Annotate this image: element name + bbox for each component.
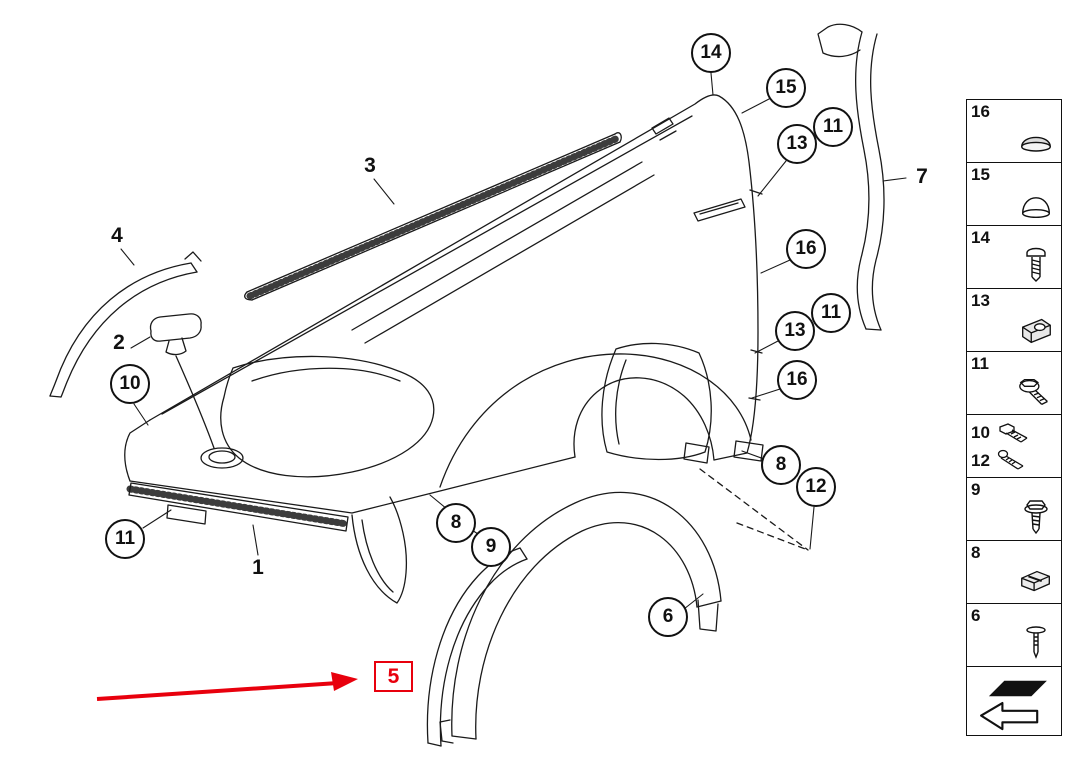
- callout-label: 12: [805, 476, 827, 497]
- legend-item-13[interactable]: 13: [967, 289, 1061, 352]
- clip-nut-icon: [1022, 318, 1051, 344]
- legend-item-8[interactable]: 8: [967, 541, 1061, 604]
- callout-6[interactable]: 6: [648, 597, 688, 637]
- highlighted-callout-5[interactable]: 5: [374, 661, 413, 692]
- callout-label: 10: [119, 373, 141, 394]
- callout-14[interactable]: 14: [691, 33, 731, 73]
- part-6-wheel-arch-trim: [439, 491, 722, 744]
- callout-label: 13: [784, 320, 806, 341]
- callout-label: 9: [485, 536, 497, 557]
- legend-item-14[interactable]: 14: [967, 226, 1061, 289]
- washer-head-screw-icon: [1024, 500, 1048, 535]
- hardware-legend: 16 15 14: [966, 99, 1062, 736]
- callout-label: 13: [786, 133, 808, 154]
- dome-cap-icon: [1021, 197, 1051, 219]
- legend-number: 12: [971, 450, 990, 470]
- label-part-1[interactable]: 1: [250, 556, 266, 580]
- legend-item-10-12[interactable]: 10 12: [967, 415, 1061, 478]
- legend-item-direction[interactable]: [967, 667, 1061, 735]
- callout-8-right[interactable]: 8: [761, 445, 801, 485]
- callout-13-upper[interactable]: 13: [777, 124, 817, 164]
- part-7-side-strip: [817, 23, 885, 331]
- callout-label: 8: [775, 454, 787, 475]
- part-2-cap: [149, 313, 215, 449]
- legend-item-6[interactable]: 6: [967, 604, 1061, 667]
- callout-label: 11: [114, 528, 136, 549]
- callout-11-mid[interactable]: 11: [811, 293, 851, 333]
- legend-item-11[interactable]: 11: [967, 352, 1061, 415]
- callout-label: 8: [450, 512, 462, 533]
- dashed-construction-lines: [699, 468, 809, 551]
- part-4-arch-strip: [49, 251, 202, 398]
- callout-13-mid[interactable]: 13: [775, 311, 815, 351]
- legend-number: 8: [971, 543, 981, 562]
- callout-label: 16: [795, 238, 817, 259]
- callout-label: 16: [786, 369, 808, 390]
- callout-15[interactable]: 15: [766, 68, 806, 108]
- legend-number: 10: [971, 422, 990, 442]
- clamp-clip-icon: [1021, 570, 1050, 592]
- legend-number: 6: [971, 606, 981, 625]
- label-part-7[interactable]: 7: [914, 165, 930, 189]
- tapping-screw-icon: [997, 449, 1024, 470]
- callout-12[interactable]: 12: [796, 467, 836, 507]
- legend-number: 16: [971, 102, 990, 121]
- legend-item-16[interactable]: 16: [967, 100, 1061, 163]
- part-5-wheel-arch-strip: [426, 547, 528, 747]
- expansion-rivet-icon: [1026, 626, 1046, 659]
- cover-cap-icon: [1021, 136, 1051, 152]
- callout-label: 11: [822, 116, 844, 137]
- callout-11-left[interactable]: 11: [105, 519, 145, 559]
- callout-label: 6: [662, 606, 674, 627]
- label-part-3[interactable]: 3: [362, 154, 378, 178]
- pan-head-screw-icon: [1026, 247, 1046, 282]
- legend-row-10: 10: [971, 418, 1057, 446]
- legend-number: 9: [971, 480, 981, 499]
- legend-row-12: 12: [971, 446, 1057, 474]
- callout-label: 11: [820, 302, 842, 323]
- legend-number: 14: [971, 228, 990, 247]
- callout-10[interactable]: 10: [110, 364, 150, 404]
- legend-number: 15: [971, 165, 990, 184]
- callout-16-lower[interactable]: 16: [777, 360, 817, 400]
- callout-11-upper[interactable]: 11: [813, 107, 853, 147]
- red-arrow: [96, 672, 358, 701]
- legend-item-9[interactable]: 9: [967, 478, 1061, 541]
- callout-8-left[interactable]: 8: [436, 503, 476, 543]
- part-3-side-strip: [244, 132, 622, 301]
- legend-number: 11: [971, 354, 989, 373]
- flange-bolt-icon: [1019, 378, 1048, 405]
- callout-16-upper[interactable]: 16: [786, 229, 826, 269]
- legend-item-15[interactable]: 15: [967, 163, 1061, 226]
- legend-number: 13: [971, 291, 990, 310]
- callout-9[interactable]: 9: [471, 527, 511, 567]
- label-part-2[interactable]: 2: [111, 331, 127, 355]
- callout-label: 14: [700, 42, 722, 63]
- direction-arrow-icon: [980, 680, 1047, 731]
- label-part-4[interactable]: 4: [109, 224, 125, 248]
- callout-label: 15: [775, 77, 797, 98]
- hex-flange-screw-icon: [999, 423, 1028, 443]
